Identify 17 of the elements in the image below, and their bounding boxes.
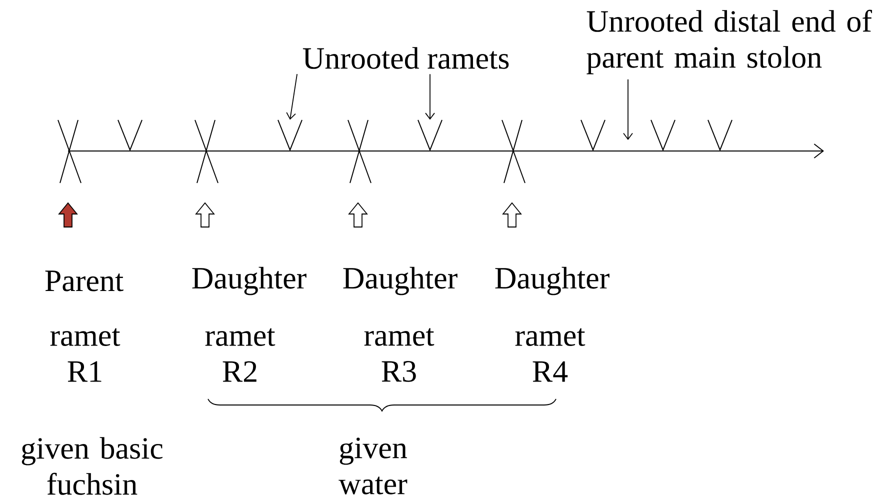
annotation-text: Unrooted distal end of parent main stolon: [586, 10, 872, 74]
label-text: Daughter: [192, 266, 306, 296]
label-text: ramet R3: [364, 328, 434, 382]
label-text: given basic fuchsin: [22, 437, 163, 495]
ramet-mark: [278, 120, 302, 152]
label-text: ramet R1: [50, 328, 120, 382]
annotation-text: Unrooted ramets: [302, 47, 509, 69]
label-text: Daughter: [343, 266, 458, 296]
label-text: ramet R2: [205, 328, 276, 382]
label-text: Parent: [45, 270, 124, 292]
leader-arrow: [425, 74, 435, 120]
leader-arrow: [286, 74, 298, 120]
leader-arrow: [623, 78, 633, 140]
label-text: given water: [338, 438, 408, 494]
ramet-mark: [418, 120, 442, 152]
label-text: ramet R4: [515, 328, 586, 382]
label-text: Daughter: [495, 266, 610, 296]
